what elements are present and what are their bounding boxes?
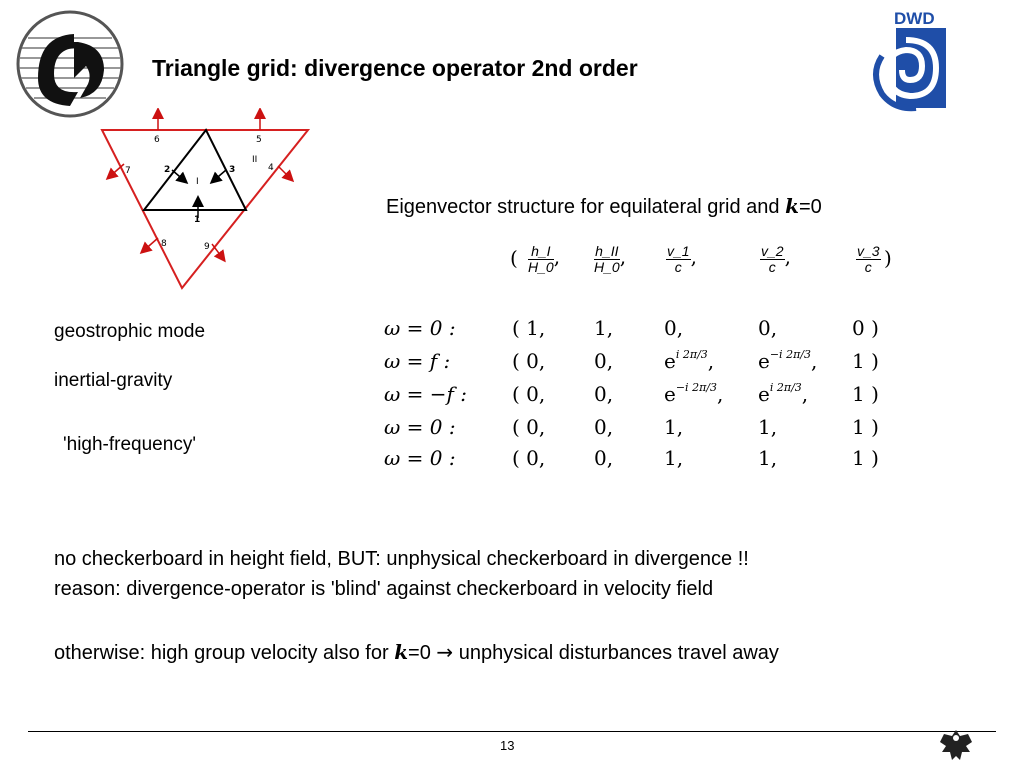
edge-label: 4 — [268, 163, 274, 173]
eigen-row-cell: 1, — [758, 446, 778, 470]
eigen-row-cell: 1 ) — [852, 382, 879, 406]
eigen-row-cell: 1, — [594, 316, 614, 340]
eigen-row-cell: ( 0, — [512, 446, 546, 470]
eigen-row-cell: 0, — [594, 446, 614, 470]
eigen-row-cell: 0, — [594, 382, 614, 406]
dwd-logo: DWD — [873, 9, 946, 112]
eigen-row-cell: 0 ) — [852, 316, 879, 340]
note-line-1: no checkerboard in height field, BUT: un… — [54, 548, 749, 570]
triangle-grid-diagram: 6 5 7 4 8 9 1 2 3 I II — [100, 108, 311, 290]
eigen-row-omega: ω = 0 : — [384, 316, 456, 340]
eigen-row-cell: ei 2π/3, — [664, 348, 715, 373]
institute-logo — [16, 10, 124, 118]
mode-high-frequency: 'high-frequency' — [63, 434, 196, 455]
eigen-row-cell: e−i 2π/3, — [664, 381, 724, 406]
eigen-row-cell: 1, — [758, 415, 778, 439]
page-number: 13 — [500, 738, 515, 753]
eigen-row-cell: 0, — [594, 415, 614, 439]
dwd-logo-text: DWD — [894, 9, 935, 28]
note-line-2: reason: divergence-operator is 'blind' a… — [54, 578, 714, 600]
eigen-row-cell: ( 0, — [512, 415, 546, 439]
eigen-row-omega: ω = 0 : — [384, 446, 456, 470]
eigen-row-cell: ( 0, — [512, 382, 546, 406]
edge-label: 5 — [256, 135, 262, 145]
mode-inertial-gravity: inertial-gravity — [54, 370, 173, 391]
eigen-row-omega: ω = 0 : — [384, 415, 456, 439]
eigen-row-cell: 0, — [664, 316, 684, 340]
eigen-header-open: ( — [510, 246, 518, 270]
arrow-right-icon: → — [436, 640, 454, 664]
eigen-row-omega: ω = −f : — [384, 382, 468, 406]
eigen-row-cell: 0, — [594, 349, 614, 373]
eigen-row-cell: 1 ) — [852, 349, 879, 373]
eigen-heading: Eigenvector structure for equilateral gr… — [386, 194, 822, 218]
note-line-3: otherwise: high group velocity also for … — [54, 640, 779, 664]
slide-title: Triangle grid: divergence operator 2nd o… — [152, 55, 638, 81]
eigen-row-cell: ( 1, — [512, 316, 546, 340]
edge-label: 7 — [125, 166, 131, 176]
eigen-row-cell: 1 ) — [852, 446, 879, 470]
eigen-row-cell: 1, — [664, 446, 684, 470]
footer-rule — [28, 731, 996, 732]
cell-label: I — [196, 177, 199, 187]
edge-label: 8 — [161, 239, 167, 249]
federal-eagle-icon — [940, 730, 972, 760]
edge-label: 2 — [164, 165, 170, 175]
mode-geostrophic: geostrophic mode — [54, 321, 206, 342]
eigen-row-cell: ( 0, — [512, 349, 546, 373]
eigen-row-cell: 0, — [758, 316, 778, 340]
eigen-row-cell: e−i 2π/3, — [758, 348, 818, 373]
eigen-row-omega: ω = f : — [384, 349, 451, 373]
eigen-header-close: ) — [884, 246, 892, 270]
edge-label: 3 — [229, 165, 235, 175]
edge-label: 1 — [194, 215, 200, 225]
eigen-row-cell: ei 2π/3, — [758, 381, 809, 406]
eigen-row-cell: 1 ) — [852, 415, 879, 439]
cell-label: II — [252, 155, 257, 165]
edge-label: 9 — [204, 242, 210, 252]
edge-label: 6 — [154, 135, 160, 145]
eigen-row-cell: 1, — [664, 415, 684, 439]
